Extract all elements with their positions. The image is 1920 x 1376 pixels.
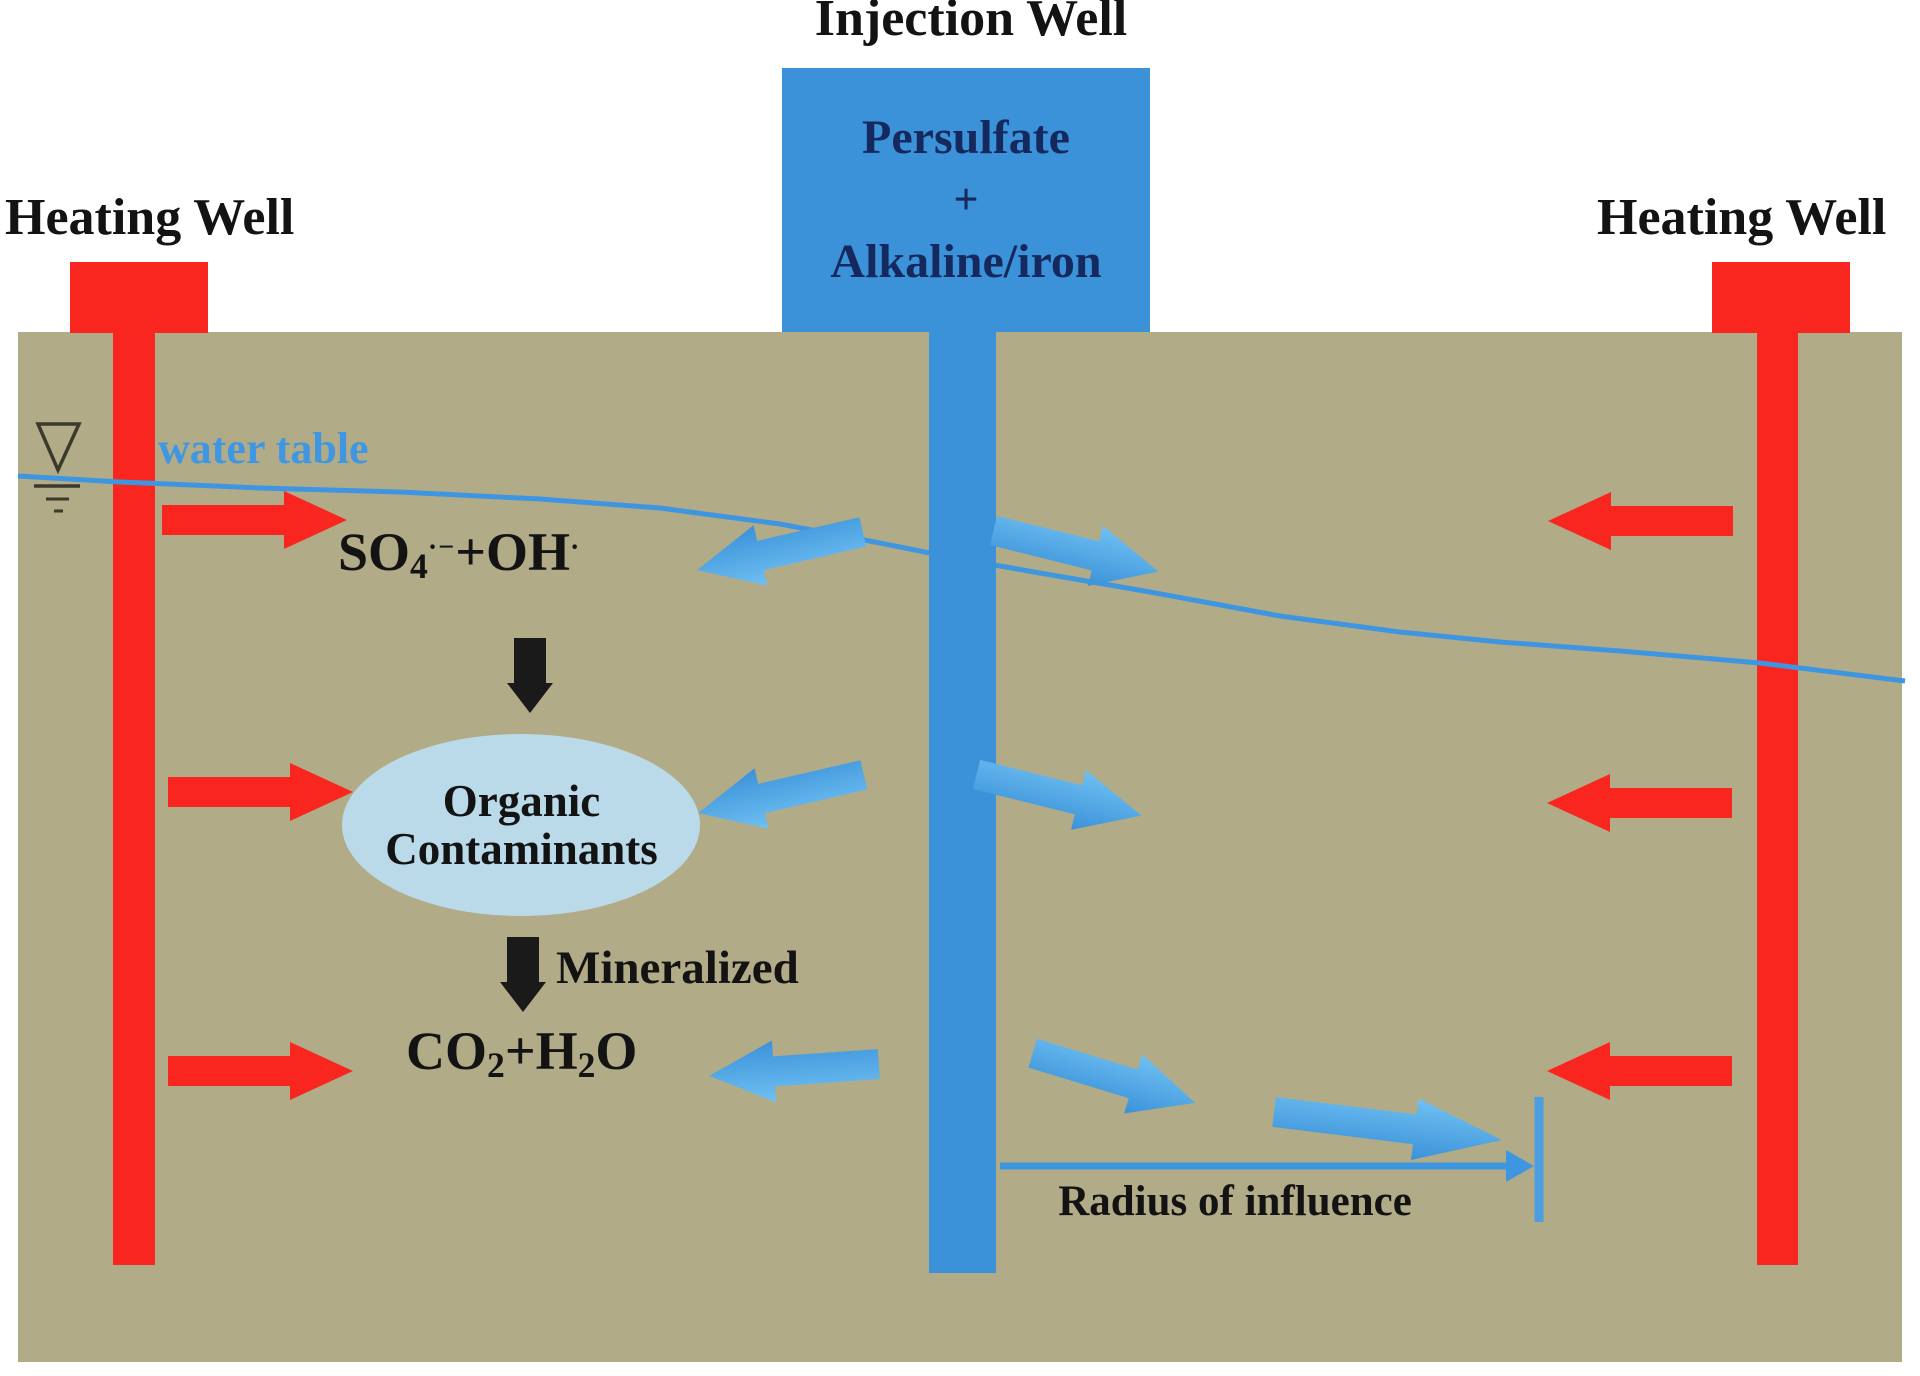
dispersion-arrow-radius-icon <box>1272 1097 1502 1161</box>
radical-formula: SO4·−+OH· <box>338 522 581 584</box>
injection-chemical-1: Persulfate <box>862 111 1070 164</box>
reaction-arrow-down-2-icon <box>500 937 546 1012</box>
heat-arrow-right-row2-icon <box>1547 774 1732 832</box>
injection-pipe <box>929 330 996 1273</box>
radius-arrowhead-icon <box>1506 1150 1534 1182</box>
radius-of-influence-label: Radius of influence <box>1058 1178 1412 1225</box>
water-table-label: water table <box>158 424 369 473</box>
mineralized-label: Mineralized <box>556 942 799 994</box>
left-heating-pipe <box>113 332 155 1265</box>
dispersion-arrow-left-row1-icon <box>697 517 867 586</box>
dispersion-arrow-right-row3-icon <box>1028 1038 1196 1114</box>
products-formula: CO2+H2O <box>406 1021 638 1083</box>
dispersion-arrow-left-row3-icon <box>709 1040 880 1103</box>
organic-line2: Contaminants <box>385 824 658 874</box>
organic-contaminants-ellipse <box>342 734 700 916</box>
heat-arrow-left-row1-icon <box>162 491 347 549</box>
reaction-arrow-down-1-icon <box>507 638 553 713</box>
heat-arrows <box>162 491 1733 1100</box>
right-heating-wellhead <box>1712 262 1850 333</box>
water-table-symbol-icon <box>34 422 82 513</box>
injection-chemical-2: Alkaline/iron <box>830 235 1102 288</box>
radical-base: SO <box>338 522 411 582</box>
injection-well-title: Injection Well <box>814 0 1128 47</box>
dispersion-arrow-right-row1-icon <box>989 515 1159 586</box>
organic-line1: Organic <box>442 776 601 826</box>
products-co-sub: 2 <box>487 1044 505 1085</box>
injection-wellhead-box <box>782 68 1150 332</box>
products-h-sub: 2 <box>577 1044 596 1085</box>
heating-well-left-label: Heating Well <box>5 189 295 246</box>
left-heating-well-graphic <box>70 262 208 1265</box>
radius-of-influence-dimension <box>1000 1097 1544 1222</box>
products-o: O <box>595 1021 638 1081</box>
radical-oh-dot: · <box>570 531 581 563</box>
injection-well-graphic <box>782 68 1150 1273</box>
organic-contaminants-label: Organic Contaminants <box>343 777 700 873</box>
oxidant-dispersion-arrows <box>697 515 1502 1161</box>
dispersion-arrow-left-row2-icon <box>698 760 868 829</box>
heat-arrow-left-row2-icon <box>168 763 353 821</box>
right-heating-pipe <box>1757 332 1798 1265</box>
reaction-arrows <box>500 638 553 1012</box>
products-plus-h: +H <box>504 1021 578 1081</box>
heat-arrow-left-row3-icon <box>168 1042 353 1100</box>
dispersion-arrow-right-row2-icon <box>972 759 1142 830</box>
radical-sub: 4 <box>410 545 428 586</box>
right-heating-well-graphic <box>1712 262 1850 1265</box>
injection-box-text: Persulfate + Alkaline/iron <box>782 68 1150 332</box>
products-co: CO <box>406 1021 487 1081</box>
heat-arrow-right-row3-icon <box>1547 1042 1732 1100</box>
left-heating-wellhead <box>70 262 208 333</box>
heating-well-right-label: Heating Well <box>1597 189 1887 246</box>
radical-plus-oh: +OH <box>455 522 571 582</box>
heat-arrow-right-row1-icon <box>1548 492 1733 550</box>
radical-sup: ·− <box>427 531 456 563</box>
injection-plus-sign: + <box>953 175 979 224</box>
